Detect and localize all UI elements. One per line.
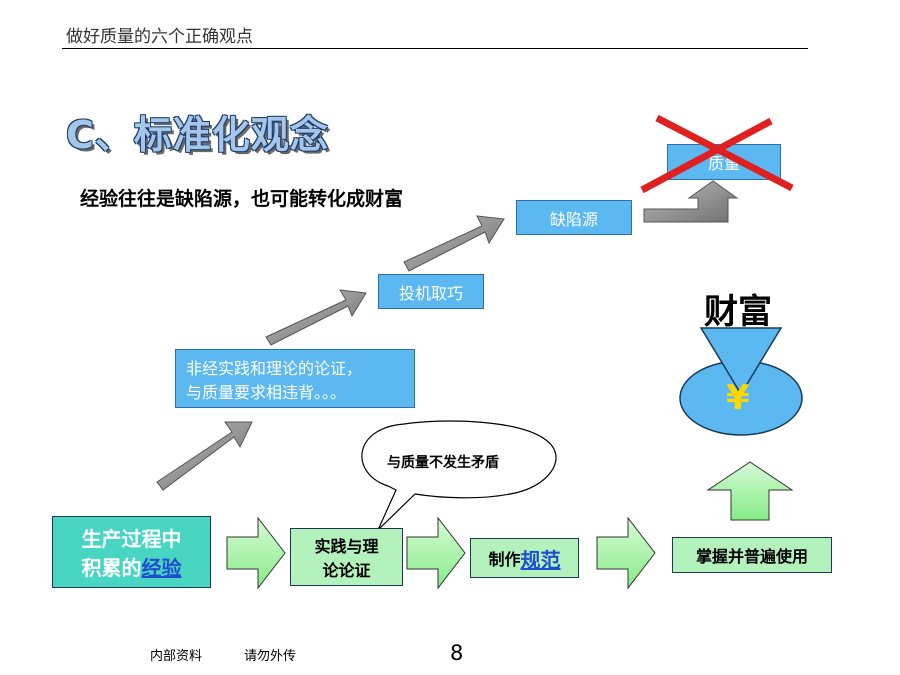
- wealth-label: 财富: [704, 292, 772, 332]
- arrow-nonverified-to-opportunism: [265, 289, 367, 346]
- experience-line1: 生产过程中: [81, 527, 182, 551]
- subtitle: 经验往往是缺陷源，也可能转化成财富: [80, 188, 404, 210]
- green-arrow-up: [706, 461, 794, 521]
- green-arrow-1: [226, 516, 286, 590]
- speech-bubble-shape: [361, 420, 557, 531]
- red-cross-line-2: [640, 117, 773, 194]
- footer-no-distribute: 请勿外传: [244, 649, 297, 664]
- practice-box: 实践与理 论论证: [290, 528, 403, 586]
- standard-link[interactable]: 规范: [520, 547, 561, 572]
- yen-symbol: ¥: [726, 378, 750, 418]
- arrow-opportunism-to-defect: [403, 215, 505, 272]
- experience-link[interactable]: 经验: [141, 556, 182, 580]
- arrow-experience-to-nonverified: [156, 421, 253, 491]
- opportunism-box: 投机取巧: [378, 274, 484, 309]
- header-rule: [62, 48, 808, 49]
- section-title: C、标准化观念: [66, 113, 329, 157]
- speech-bubble-text: 与质量不发生矛盾: [387, 455, 499, 471]
- opportunism-label: 投机取巧: [398, 283, 463, 303]
- wealth-triangle: [699, 327, 783, 396]
- standard-prefix: 制作: [488, 550, 521, 569]
- green-arrow-3: [596, 516, 656, 590]
- arrow-defect-to-quality: [643, 180, 739, 223]
- non-verified-line1: 非经实践和理论的论证，: [186, 358, 363, 378]
- defect-source-label: 缺陷源: [549, 209, 598, 229]
- page-number: 8: [450, 641, 464, 665]
- experience-line2-prefix: 积累的: [81, 556, 142, 580]
- green-arrow-2: [406, 516, 466, 590]
- header-title: 做好质量的六个正确观点: [66, 27, 253, 47]
- non-verified-line2: 与质量要求相违背。。。: [186, 382, 347, 402]
- footer-internal: 内部资料: [150, 649, 203, 664]
- practice-line1: 实践与理: [314, 537, 379, 556]
- master-box: 掌握并普遍使用: [672, 537, 832, 573]
- experience-box: 生产过程中 积累的经验: [52, 516, 211, 588]
- non-verified-box: 非经实践和理论的论证， 与质量要求相违背。。。: [175, 349, 415, 408]
- master-label: 掌握并普遍使用: [695, 547, 808, 566]
- practice-line2: 论论证: [322, 561, 371, 580]
- standard-box: 制作规范: [470, 538, 579, 578]
- defect-source-box: 缺陷源: [516, 200, 632, 235]
- red-cross-line-1: [655, 114, 794, 192]
